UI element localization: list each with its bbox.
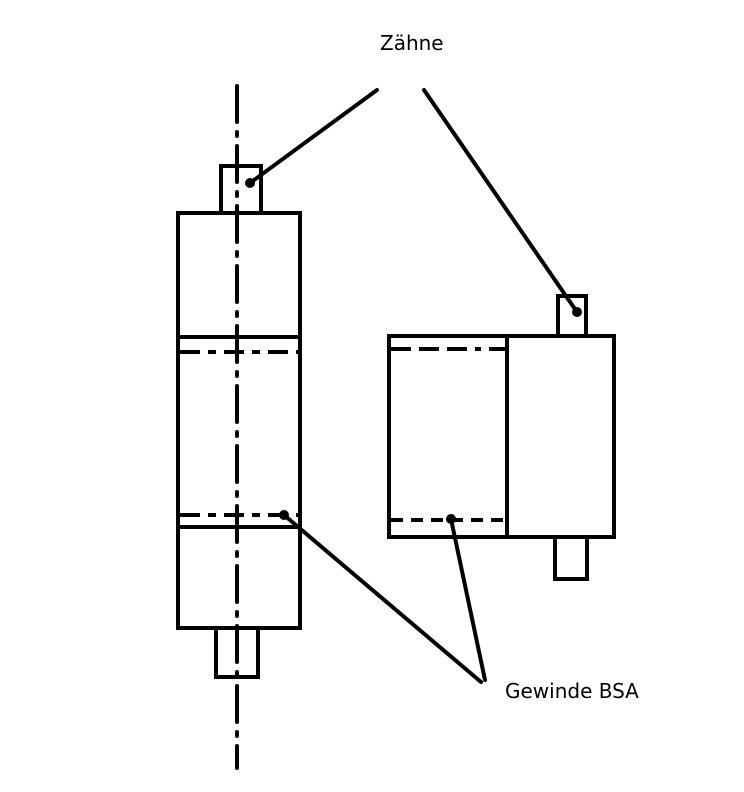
leaders bbox=[248, 88, 579, 684]
teeth-leader-left bbox=[248, 88, 379, 185]
thread-dot-right bbox=[446, 514, 456, 524]
leader-dots bbox=[245, 178, 582, 524]
teeth-dot-left bbox=[245, 178, 255, 188]
thread-dot-left bbox=[279, 510, 289, 520]
thread-leader-left bbox=[282, 513, 483, 684]
thread-label: Gewinde BSA bbox=[505, 679, 639, 703]
side-bottom-tooth bbox=[553, 535, 589, 581]
teeth-leader-right bbox=[422, 88, 579, 314]
side-view bbox=[387, 294, 616, 581]
front-top-tooth bbox=[219, 164, 263, 215]
teeth-label: Zähne bbox=[380, 31, 444, 55]
front-view bbox=[176, 84, 302, 770]
side-body bbox=[505, 334, 616, 539]
thread-leader-right bbox=[449, 517, 487, 682]
side-threaded-section bbox=[387, 334, 509, 539]
teeth-dot-right bbox=[572, 307, 582, 317]
